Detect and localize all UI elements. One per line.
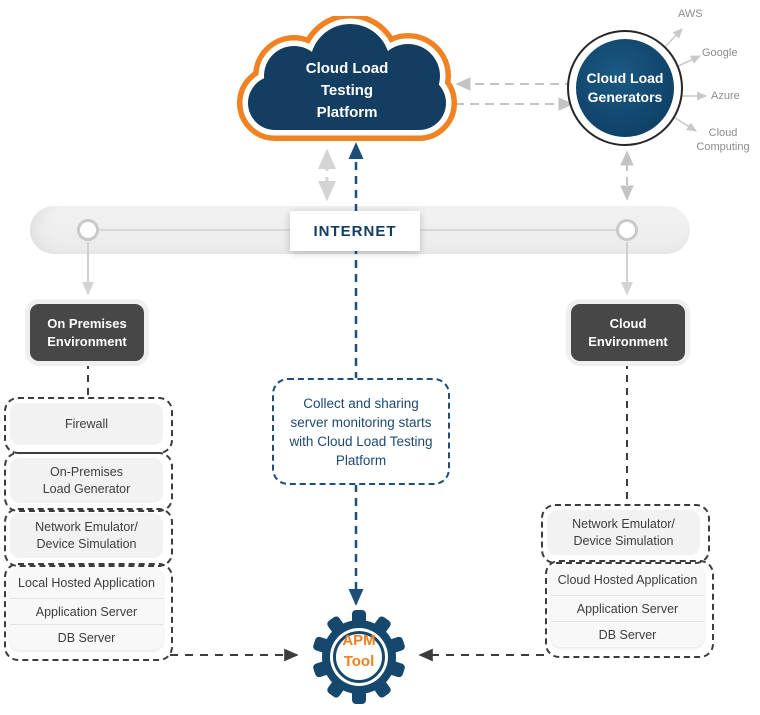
provider-aws: AWS [678, 8, 703, 20]
cloud-environment-label: Cloud Environment [588, 315, 668, 349]
firewall-label: Firewall [64, 416, 109, 431]
local-hosted-application-box: Local Hosted Application Application Ser… [10, 568, 163, 650]
cloud-environment-box: Cloud Environment [571, 304, 685, 361]
arrow-to-cloud-computing [671, 115, 697, 132]
apm-tool-gear [304, 602, 414, 712]
onprem-netemu-outline [4, 508, 173, 567]
internet-label: INTERNET [313, 222, 397, 240]
cloud-load-generators: Cloud Load Generators [567, 30, 683, 146]
internet-label-box: INTERNET [290, 211, 420, 251]
cloud-db-server-row: DB Server [598, 627, 657, 642]
internet-node-left [77, 219, 99, 241]
on-premises-environment-label: On Premises Environment [47, 315, 127, 349]
onprem-netemu-label: Network Emulator/ Device Simulation [35, 519, 138, 551]
onprem-loadgen-label: On-Premises Load Generator [42, 464, 131, 496]
internet-node-right [616, 219, 638, 241]
onprem-netemu-box: Network Emulator/ Device Simulation [10, 513, 163, 558]
cloud-platform-icon [232, 13, 462, 148]
cloud-netemu-box: Network Emulator/ Device Simulation [547, 510, 700, 555]
provider-cloud-computing: Cloud Computing [696, 127, 750, 153]
arrow-to-google [675, 55, 702, 68]
firewall-box: Firewall [10, 403, 163, 445]
arrow-to-aws [663, 28, 683, 49]
apm-tool-label: APM Tool [342, 632, 376, 670]
local-hosted-title: Local Hosted Application [10, 568, 163, 599]
cloud-icon [237, 13, 457, 141]
cloud-netemu-outline [541, 504, 710, 564]
local-db-server-row: DB Server [57, 630, 116, 645]
cloud-load-generators-label: Cloud Load Generators [586, 70, 664, 105]
cloud-hosted-outline [545, 560, 714, 658]
cloud-hosted-title: Cloud Hosted Application [551, 565, 704, 596]
gear-icon [313, 610, 405, 704]
local-hosted-outline [4, 563, 173, 661]
cloud-load-generators-circle: Cloud Load Generators [576, 39, 674, 137]
monitoring-note-text: Collect and sharing server monitoring st… [289, 395, 433, 468]
provider-azure: Azure [711, 90, 740, 102]
cloud-platform-label: Cloud Load Testing Platform [305, 60, 389, 121]
cloud-hosted-application-box: Cloud Hosted Application Application Ser… [551, 565, 704, 647]
provider-google: Google [702, 47, 738, 59]
monitoring-note-box: Collect and sharing server monitoring st… [272, 378, 450, 485]
local-app-server-row: Application Server [10, 599, 163, 625]
cloud-app-server-row: Application Server [551, 596, 704, 622]
cloud-netemu-label: Network Emulator/ Device Simulation [572, 516, 675, 548]
onprem-loadgen-outline [4, 452, 173, 512]
on-premises-environment-box: On Premises Environment [30, 304, 144, 361]
onprem-loadgen-box: On-Premises Load Generator [10, 458, 163, 503]
